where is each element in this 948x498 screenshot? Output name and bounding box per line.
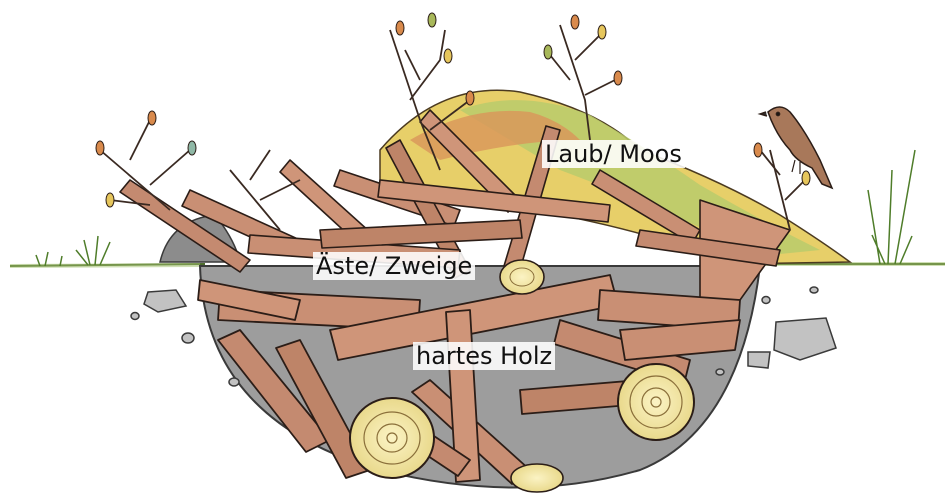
- label-hard-wood: hartes Holz: [413, 342, 555, 370]
- log-end-icon: [511, 464, 563, 492]
- log-end-icon: [618, 364, 694, 440]
- label-branches-twigs: Äste/ Zweige: [313, 252, 475, 280]
- label-leaves-moss: Laub/ Moos: [542, 140, 685, 168]
- bird-icon: [760, 107, 832, 188]
- log-end-icon: [350, 398, 434, 478]
- log-end-icon: [500, 260, 544, 294]
